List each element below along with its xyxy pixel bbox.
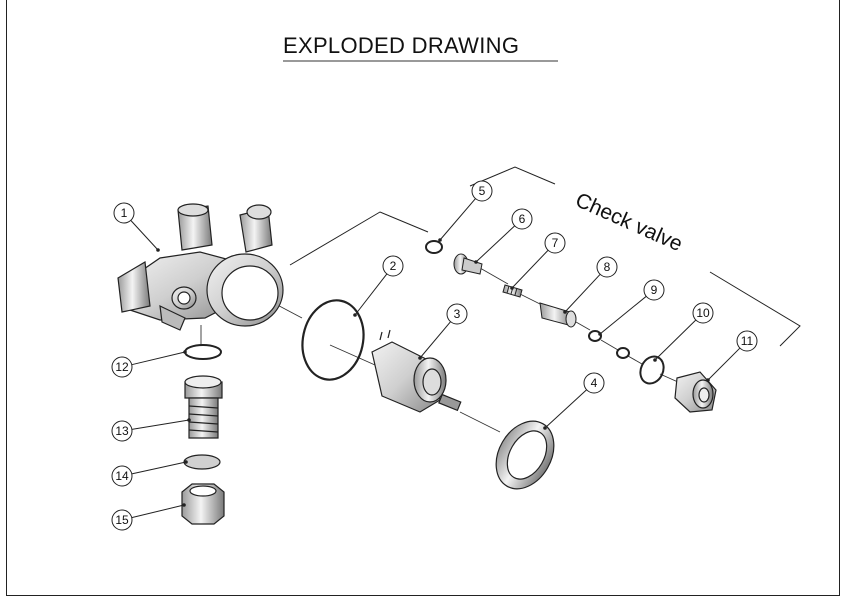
callout-number: 1: [121, 206, 128, 220]
leader-line: [475, 225, 516, 263]
callout-bubble: [446, 303, 468, 325]
part-13-nipple: [184, 375, 223, 439]
leader-tip: [183, 350, 187, 354]
callout-8: 8: [563, 256, 618, 314]
callout-6: 6: [474, 208, 533, 264]
callout-1: 1: [113, 202, 160, 252]
part-10-o-ring: [639, 355, 665, 385]
leader-tip: [706, 378, 710, 382]
leader-tip: [598, 332, 602, 336]
callout-4: 4: [543, 372, 605, 430]
leader-line: [599, 295, 647, 335]
callout-bubble: [382, 255, 404, 277]
part-3-cartridge: [371, 329, 462, 413]
leader-line: [131, 461, 187, 475]
callout-number: 14: [115, 469, 129, 483]
title-underline: [283, 60, 558, 62]
leader-line: [564, 273, 601, 313]
check-valve-bracket: [289, 166, 801, 347]
part-15-compression-nut: [181, 483, 225, 525]
callout-2: 2: [353, 255, 404, 317]
leader-tip: [353, 313, 357, 317]
callout-number: 6: [519, 212, 526, 226]
leader-line: [131, 504, 185, 519]
callout-12: 12: [111, 350, 187, 378]
leader-line: [544, 389, 587, 429]
leader-tip: [474, 260, 478, 264]
callout-number: 3: [454, 307, 461, 321]
callout-number: 11: [741, 334, 754, 348]
callout-bubble: [544, 232, 566, 254]
part-1-valve-body: [117, 203, 284, 331]
callout-9: 9: [598, 279, 665, 336]
callout-bubble: [736, 330, 758, 352]
callout-bubble: [111, 420, 133, 442]
callout-15: 15: [111, 503, 186, 531]
leader-line: [131, 351, 186, 366]
callout-10: 10: [653, 302, 714, 362]
part-6-valve-seat: [453, 253, 483, 275]
callout-3: 3: [418, 303, 468, 360]
callout-number: 5: [479, 184, 486, 198]
callout-bubble: [471, 180, 493, 202]
leader-tip: [563, 310, 567, 314]
part-7-spring: [502, 284, 523, 298]
callout-bubble: [111, 465, 133, 487]
leader-line: [707, 347, 741, 381]
callout-number: 8: [604, 260, 611, 274]
leader-tip: [156, 248, 160, 252]
callout-bubble: [643, 279, 665, 301]
part-5-washer: [425, 240, 443, 254]
part-4-bonnet-nut: [495, 420, 555, 490]
part-12-washer: [184, 344, 222, 360]
leader-line: [354, 273, 388, 316]
callout-bubble: [692, 302, 714, 324]
callout-number: 7: [552, 236, 559, 250]
callout-bubble: [113, 202, 135, 224]
leader-tip: [653, 358, 657, 362]
callout-bubble: [511, 208, 533, 230]
callout-7: 7: [510, 232, 566, 290]
assembly-axis-lines: [200, 267, 679, 433]
part-14-disc: [183, 454, 221, 470]
callout-number: 9: [651, 283, 658, 297]
callout-bubble: [111, 356, 133, 378]
part-11-cap: [674, 371, 717, 413]
leader-tip: [510, 286, 514, 290]
callout-5: 5: [438, 180, 493, 242]
page-title: EXPLODED DRAWING: [283, 33, 520, 58]
callout-bubble: [111, 509, 133, 531]
part-8-check-cartridge: [539, 302, 577, 328]
leader-line: [511, 249, 549, 289]
leader-tip: [418, 356, 422, 360]
callout-number: 12: [115, 360, 129, 374]
callout-number: 4: [591, 376, 598, 390]
leader-line: [439, 198, 476, 241]
part-9-o-ring-a: [588, 330, 602, 342]
part-9-o-ring-b: [616, 347, 630, 359]
callout-number: 15: [115, 513, 129, 527]
check-valve-label: Check valve: [572, 189, 686, 257]
leader-line: [131, 419, 190, 430]
part-2-o-ring: [301, 299, 365, 381]
leader-tip: [187, 418, 191, 422]
callout-bubble: [583, 372, 605, 394]
leader-tip: [184, 460, 188, 464]
callout-number: 13: [115, 424, 129, 438]
callout-11: 11: [706, 330, 758, 382]
callout-bubble: [596, 256, 618, 278]
leader-tip: [438, 238, 442, 242]
callout-number: 10: [696, 306, 710, 320]
callout-13: 13: [111, 418, 191, 442]
leader-line: [130, 220, 159, 251]
leader-tip: [543, 426, 547, 430]
leader-line: [654, 319, 697, 361]
leader-line: [419, 321, 451, 359]
leader-tip: [182, 503, 186, 507]
callout-number: 2: [390, 259, 397, 273]
callout-14: 14: [111, 460, 188, 487]
